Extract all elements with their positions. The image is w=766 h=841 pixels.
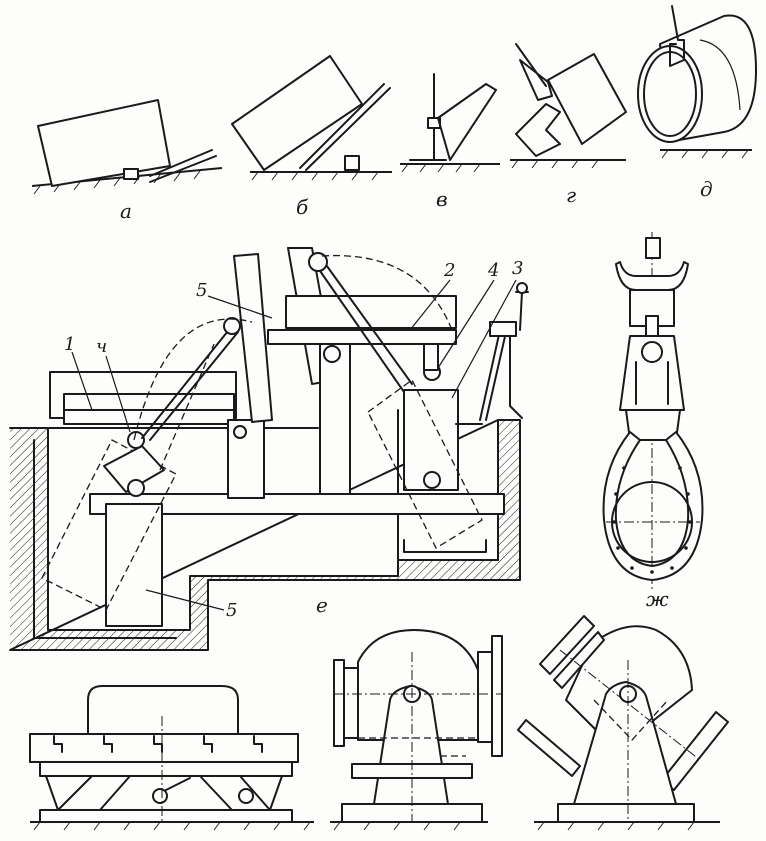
callout-2: 2 <box>443 260 455 281</box>
sketch-g <box>510 43 627 169</box>
label-b: б <box>296 195 309 219</box>
callout-ch: ч <box>96 336 107 357</box>
sketch-e <box>9 247 529 651</box>
callout-4: 4 <box>487 260 499 281</box>
sketch-b <box>231 55 392 181</box>
label-a: а <box>120 199 132 223</box>
label-e: е <box>316 593 328 617</box>
callouts: 1 ч 5 2 4 3 5 <box>64 258 523 621</box>
callout-3: 3 <box>512 258 523 279</box>
sketch-bottom-left <box>29 685 314 831</box>
sketch-zh <box>602 232 704 590</box>
callout-1: 1 <box>64 334 75 355</box>
sketch-a <box>31 99 223 195</box>
callout-5-top: 5 <box>196 280 207 301</box>
sketch-bottom-center <box>330 629 503 831</box>
sketch-bottom-right <box>517 615 729 831</box>
label-g: г <box>566 183 576 207</box>
label-v: в <box>436 187 448 211</box>
sketch-v <box>400 73 500 173</box>
callout-5-bottom: 5 <box>226 600 237 621</box>
sketch-d <box>637 5 757 159</box>
label-d: д <box>700 177 713 201</box>
label-zh: ж <box>646 587 669 611</box>
